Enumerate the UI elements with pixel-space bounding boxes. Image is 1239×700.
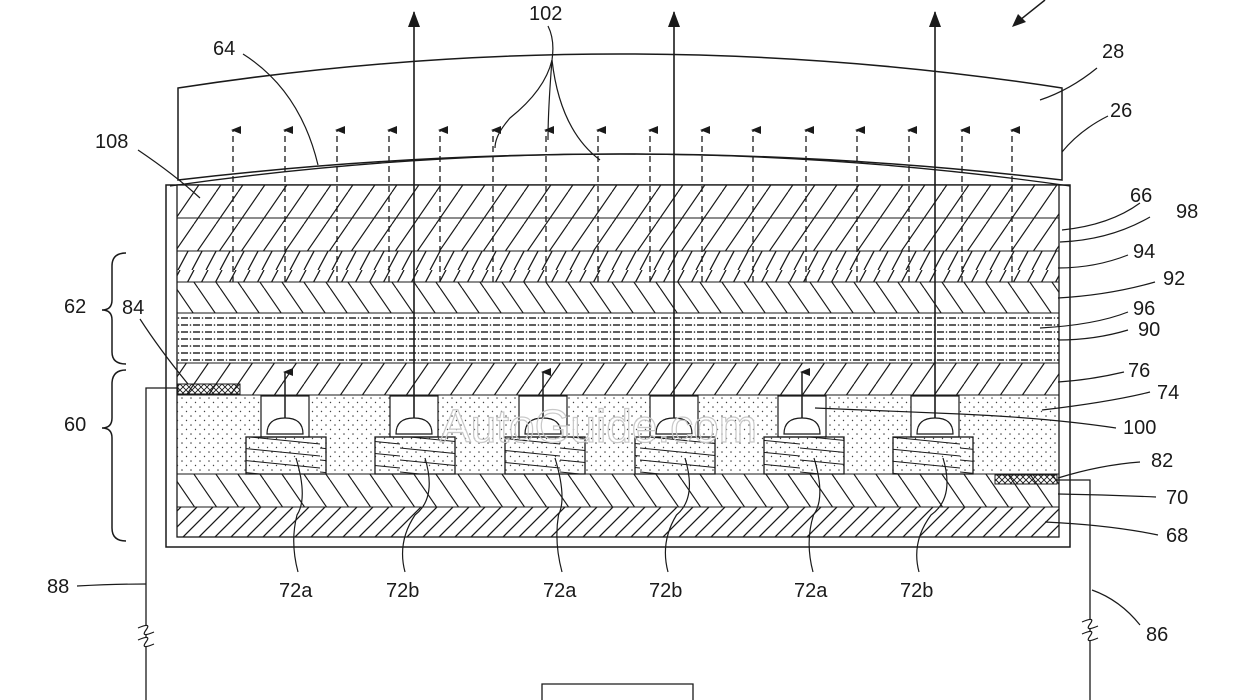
layer-96 [176,312,1060,364]
label-72b-2: 72b [649,580,682,602]
layer-98 [176,217,1060,252]
leader-lines [76,25,1159,626]
die-leader-line [293,457,303,573]
die-leader-line [664,457,690,573]
wire-86-break [1081,618,1099,642]
label-66: 66 [1130,185,1152,207]
layer-70 [176,473,1060,508]
bracket-62 [101,252,127,365]
label-86: 86 [1146,624,1168,646]
contact-pad-84 [177,383,241,395]
label-68: 68 [1166,525,1188,547]
die-leader-line [554,457,563,573]
wire-86 [1057,479,1091,700]
die-leader-line [402,457,430,573]
label-72b-1: 72b [386,580,419,602]
emission-arrows [231,11,1020,418]
label-88: 88 [47,576,69,598]
label-26: 26 [1110,100,1132,122]
label-72a-2: 72a [543,580,577,602]
label-74: 74 [1157,382,1179,404]
label-72a-1: 72a [279,580,313,602]
contact-pad-82 [994,474,1058,485]
led-die [763,436,845,475]
led-die [504,436,586,475]
watermark: AutoGuide.com [440,400,757,452]
cover-lens-28 [177,53,1063,181]
led-die [374,436,456,475]
layer-94 [176,250,1060,283]
label-96: 96 [1133,298,1155,320]
bottom-box [541,683,694,700]
label-76: 76 [1128,360,1150,382]
label-28: 28 [1102,41,1124,63]
layer-66 [176,184,1060,219]
label-64: 64 [213,38,235,60]
ref-arrow-head [1012,14,1026,27]
label-72b-3: 72b [900,580,933,602]
label-72a-3: 72a [794,580,828,602]
label-98: 98 [1176,201,1198,223]
label-84: 84 [122,297,144,319]
wire-88-break [137,624,155,648]
die-leaders [293,457,948,573]
die-leader-line [808,457,821,573]
led-die [634,436,716,475]
wire-88 [145,387,178,700]
label-62: 62 [64,296,86,318]
label-92: 92 [1163,268,1185,290]
layer-68 [176,506,1060,538]
label-70: 70 [1166,487,1188,509]
label-94: 94 [1133,241,1155,263]
layer-92 [176,281,1060,314]
led-die [245,436,327,475]
label-60: 60 [64,414,86,436]
layer-76 [176,362,1060,396]
label-90: 90 [1138,319,1160,341]
led-die [892,436,974,475]
label-108: 108 [95,131,128,153]
die-leader-line [916,457,948,573]
label-102: 102 [529,3,562,25]
bracket-60 [101,369,127,542]
label-100: 100 [1123,417,1156,439]
label-82: 82 [1151,450,1173,472]
cover-inner-curve [169,153,1071,187]
